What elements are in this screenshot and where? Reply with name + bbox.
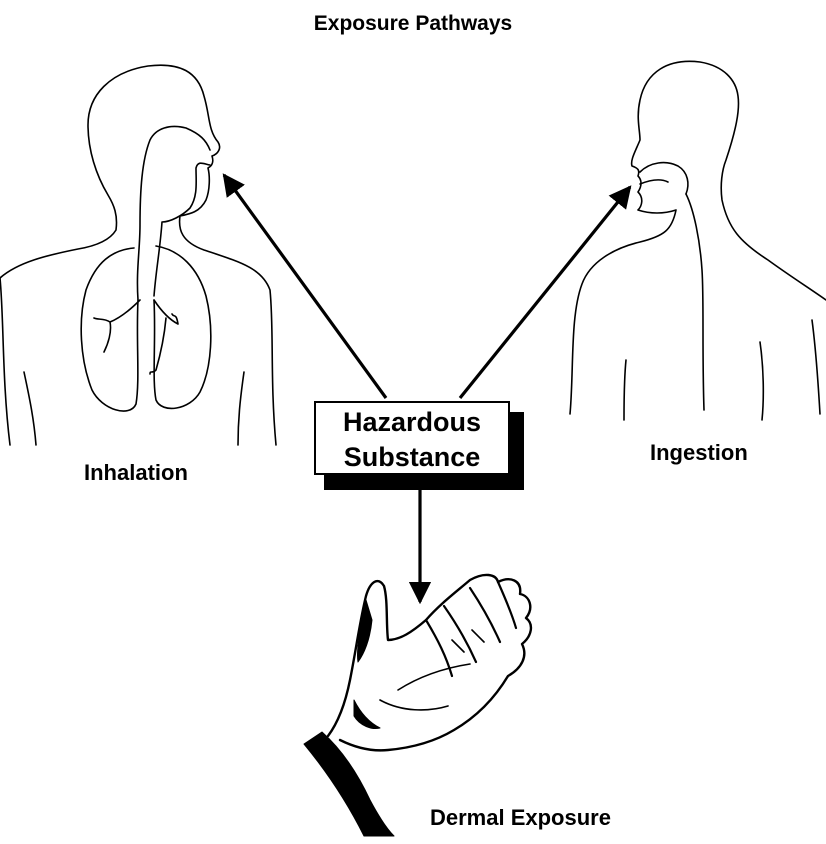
ingestion-label: Ingestion xyxy=(650,440,748,466)
inhalation-label: Inhalation xyxy=(84,460,188,486)
arrow-to-inhalation xyxy=(224,175,386,398)
inhalation-lung-left xyxy=(81,248,138,411)
hazardous-substance-box: Hazardous Substance xyxy=(314,401,510,475)
hand-palm-outline xyxy=(328,575,531,750)
ingestion-throat xyxy=(686,194,704,410)
hand-fingers xyxy=(426,582,516,676)
center-box-line1: Hazardous xyxy=(316,405,508,440)
ingestion-figure xyxy=(570,61,826,420)
inhalation-bronchi xyxy=(94,300,178,374)
inhalation-torso-left xyxy=(0,278,10,445)
inhalation-arm-left xyxy=(24,372,36,445)
diagram-title: Exposure Pathways xyxy=(0,12,826,36)
inhalation-airway xyxy=(137,127,210,301)
dermal-hand-figure xyxy=(304,575,531,836)
ingestion-mouth xyxy=(640,163,688,194)
hand-palm-shading xyxy=(354,700,380,729)
inhalation-arm-right xyxy=(238,372,244,445)
hand-sleeve xyxy=(304,732,394,836)
dermal-exposure-label: Dermal Exposure xyxy=(430,805,611,831)
ingestion-arm xyxy=(624,320,820,420)
inhalation-figure xyxy=(0,65,276,445)
center-box-line2: Substance xyxy=(316,440,508,475)
arrow-to-ingestion xyxy=(460,187,630,398)
hand-creases xyxy=(380,630,484,710)
inhalation-lung-right xyxy=(154,246,211,408)
hand-thumb-shading xyxy=(357,600,372,662)
